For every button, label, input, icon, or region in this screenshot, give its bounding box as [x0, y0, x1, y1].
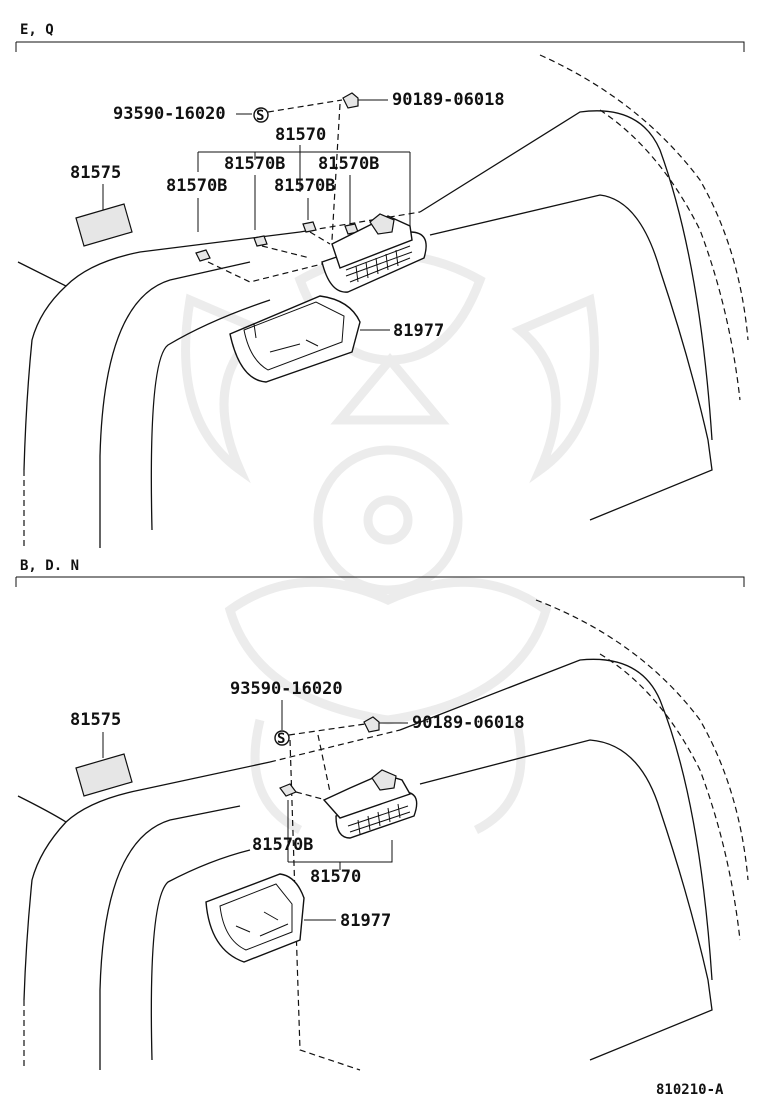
- dome-lamp: [322, 769, 418, 839]
- label-plate: 81575: [70, 710, 133, 797]
- bolt-symbol: [274, 730, 290, 746]
- svg-text:S: S: [277, 731, 285, 747]
- lamp-cover: 81977: [205, 873, 391, 963]
- section-eq: E, Q 81575 93590-16020 S: [15, 22, 749, 548]
- headliner-outline: [17, 599, 749, 1071]
- cover-part-number: 81977: [393, 321, 444, 341]
- lamp-assembly-callouts: 81570 81570B 81570B 81570B 81570B: [166, 125, 411, 232]
- bolt-symbol: [253, 107, 269, 123]
- section-bdn: B, D. N 81575 93590-16020 S: [15, 558, 749, 1071]
- svg-text:S: S: [256, 108, 264, 124]
- section-title: E, Q: [20, 22, 54, 38]
- lens-b-part-number: 81570B: [252, 835, 313, 855]
- lens-b-part-number-2: 81570B: [318, 154, 379, 174]
- diagram-code: 810210-A: [656, 1082, 724, 1098]
- lamp-assy-part-number: 81570: [275, 125, 326, 145]
- label-plate-part-number: 81575: [70, 163, 121, 183]
- socket-part-number: 90189-06018: [392, 90, 505, 110]
- socket-part-number: 90189-06018: [412, 713, 525, 733]
- lens-b-part-number-3: 81570B: [166, 176, 227, 196]
- lamp-assembly-callouts: 81570B 81570: [252, 800, 393, 887]
- label-plate: 81575: [70, 163, 133, 247]
- lamp-cover: 81977: [229, 295, 444, 383]
- bolt-part-number: 93590-16020: [230, 679, 343, 699]
- bulb-socket: 90189-06018: [342, 90, 505, 110]
- bolt-part-number: 93590-16020: [113, 104, 226, 124]
- bolt: 93590-16020 S: [113, 99, 343, 124]
- lens-piece: [279, 783, 327, 801]
- lamp-assy-part-number: 81570: [310, 867, 361, 887]
- bulb-socket: 90189-06018: [363, 713, 525, 733]
- section-title: B, D. N: [20, 558, 79, 574]
- bolt: 93590-16020 S: [230, 679, 366, 793]
- cover-part-number: 81977: [340, 911, 391, 931]
- lens-pieces: [195, 103, 359, 283]
- headliner-outline: [17, 54, 749, 548]
- lens-b-part-number-4: 81570B: [274, 176, 335, 196]
- lens-b-part-number-1: 81570B: [224, 154, 285, 174]
- section-frame: [15, 576, 745, 587]
- dome-lamp: [321, 213, 427, 293]
- label-plate-part-number: 81575: [70, 710, 121, 730]
- section-frame: [15, 41, 745, 52]
